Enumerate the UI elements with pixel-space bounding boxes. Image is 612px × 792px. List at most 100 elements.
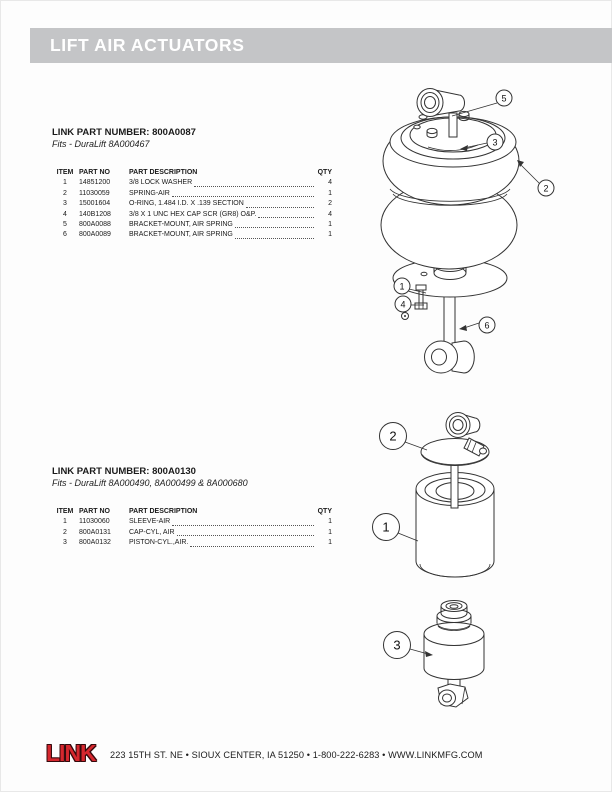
cell-part-no: 800A0088 [79,221,111,229]
cell-item: 5 [63,221,67,229]
lower-bracket-mount [424,281,475,374]
table-header-row: ITEM PART NO PART DESCRIPTION QTY [52,507,332,517]
cell-item: 3 [63,200,67,208]
dot-leader [194,185,314,187]
air-fitting [463,437,487,457]
table-row: 3 800A0132 PISTON-CYL.,AIR. 1 [52,538,332,548]
callout-3 [383,631,411,659]
col-item: ITEM [56,508,74,515]
col-description: PART DESCRIPTION [129,508,198,515]
table-row: 1 14851200 3/8 LOCK WASHER 4 [52,178,332,188]
callout-1-label: 1 [382,520,389,535]
col-qty: QTY [317,169,332,176]
callout-1-label: 1 [399,282,404,292]
cell-qty: 1 [328,518,332,526]
cell-part-no: 14851200 [79,179,111,187]
part-number-heading: LINK PART NUMBER: 800A0087 [52,127,196,138]
callout-2 [537,179,555,197]
cell-description: SPRING-AIR [129,189,170,197]
cell-part-no: 800A0131 [79,528,111,536]
dot-leader [234,237,314,239]
cell-qty: 1 [328,221,332,229]
footer-address: 223 15TH ST. NE • SIOUX CENTER, IA 51250… [110,750,483,760]
callout-3 [486,133,504,151]
diagram-air-spring-assembly: 5 3 2 1 4 6 [380,88,555,374]
leader-lines [397,441,433,657]
table-row: 6 800A0089 BRACKET-MOUNT, AIR SPRING 1 [52,230,332,240]
cell-part-no: 800A0132 [79,539,111,547]
cell-item: 1 [63,518,67,526]
callout-6-label: 6 [484,321,489,331]
dot-leader [172,524,314,526]
dot-leader [176,534,314,537]
top-bushing [416,88,465,117]
dot-leader [171,195,314,198]
cap-assembly [420,412,490,509]
cell-description: SLEEVE-AIR [129,518,171,526]
table-row: 2 11030059 SPRING-AIR 1 [52,189,332,199]
cell-part-no: 140B1208 [79,210,111,218]
cell-description: 3/8 X 1 UNC HEX CAP SCR (GR8) O&P. [129,210,257,218]
callout-3-label: 3 [393,638,400,653]
section-800A0087: LINK PART NUMBER: 800A0087 Fits - DuraLi… [52,127,332,241]
link-logo: LINK [46,740,97,766]
leader-lines [401,102,540,331]
cell-description: 3/8 LOCK WASHER [129,179,193,187]
page-title: LIFT AIR ACTUATORS [50,35,245,55]
cell-description: CAP-CYL, AIR [129,528,175,536]
callout-1 [393,277,411,295]
fits-line: Fits - DuraLift 8A000467 [52,139,150,149]
callouts: 2 1 3 [372,422,411,659]
fits-line: Fits - DuraLift 8A000490, 8A000499 & 8A0… [52,478,248,488]
cell-item: 2 [63,189,67,197]
callout-2-label: 2 [389,429,396,444]
callouts: 5 3 2 1 4 6 [393,89,555,334]
cell-qty: 1 [328,231,332,239]
callout-5-label: 5 [501,94,506,104]
dot-leader [234,226,314,229]
part-number-heading: LINK PART NUMBER: 800A0130 [52,466,196,477]
parts-table: ITEM PART NO PART DESCRIPTION QTY 1 1103… [52,507,332,549]
cell-part-no: 15001604 [79,200,111,208]
diagram-sleeve-cylinder-assembly: 2 1 3 [372,412,495,708]
callout-4 [394,295,412,313]
col-part-no: PART NO [79,169,110,176]
section-800A0130: LINK PART NUMBER: 800A0130 Fits - DuraLi… [52,466,332,549]
callout-2 [379,422,407,450]
callout-3-label: 3 [492,138,497,148]
cell-qty: 1 [328,189,332,197]
cell-part-no: 800A0089 [79,231,111,239]
col-qty: QTY [317,508,332,515]
dot-leader [258,216,314,219]
cell-part-no: 11030059 [79,189,110,197]
page-header: LIFT AIR ACTUATORS [30,28,612,63]
cell-item: 6 [63,231,67,239]
col-description: PART DESCRIPTION [129,169,198,176]
cell-item: 3 [63,539,67,547]
cell-item: 1 [63,179,67,187]
cell-item: 2 [63,528,67,536]
col-item: ITEM [56,169,74,176]
hex-nut [458,110,470,122]
callout-2-label: 2 [543,184,548,194]
dot-leader [245,206,314,208]
cell-description: O-RING, 1.484 I.D. X .139 SECTION [129,200,244,208]
dot-leader [190,545,314,547]
cell-description: BRACKET-MOUNT, AIR SPRING [129,221,233,229]
cell-item: 4 [63,210,67,218]
callout-5 [495,89,513,107]
cell-qty: 1 [328,528,332,536]
cell-qty: 2 [328,200,332,208]
table-row: 3 15001604 O-RING, 1.484 I.D. X .139 SEC… [52,199,332,209]
piston [423,600,485,708]
cell-qty: 1 [328,539,332,547]
cell-qty: 4 [328,179,332,187]
hex-nut [426,127,438,139]
table-header-row: ITEM PART NO PART DESCRIPTION QTY [52,168,332,178]
cell-description: BRACKET-MOUNT, AIR SPRING [129,231,233,239]
table-row: 1 11030060 SLEEVE-AIR 1 [52,517,332,527]
callout-4-label: 4 [400,300,405,310]
cell-description: PISTON-CYL.,AIR. [129,539,189,547]
top-plate [389,110,517,168]
